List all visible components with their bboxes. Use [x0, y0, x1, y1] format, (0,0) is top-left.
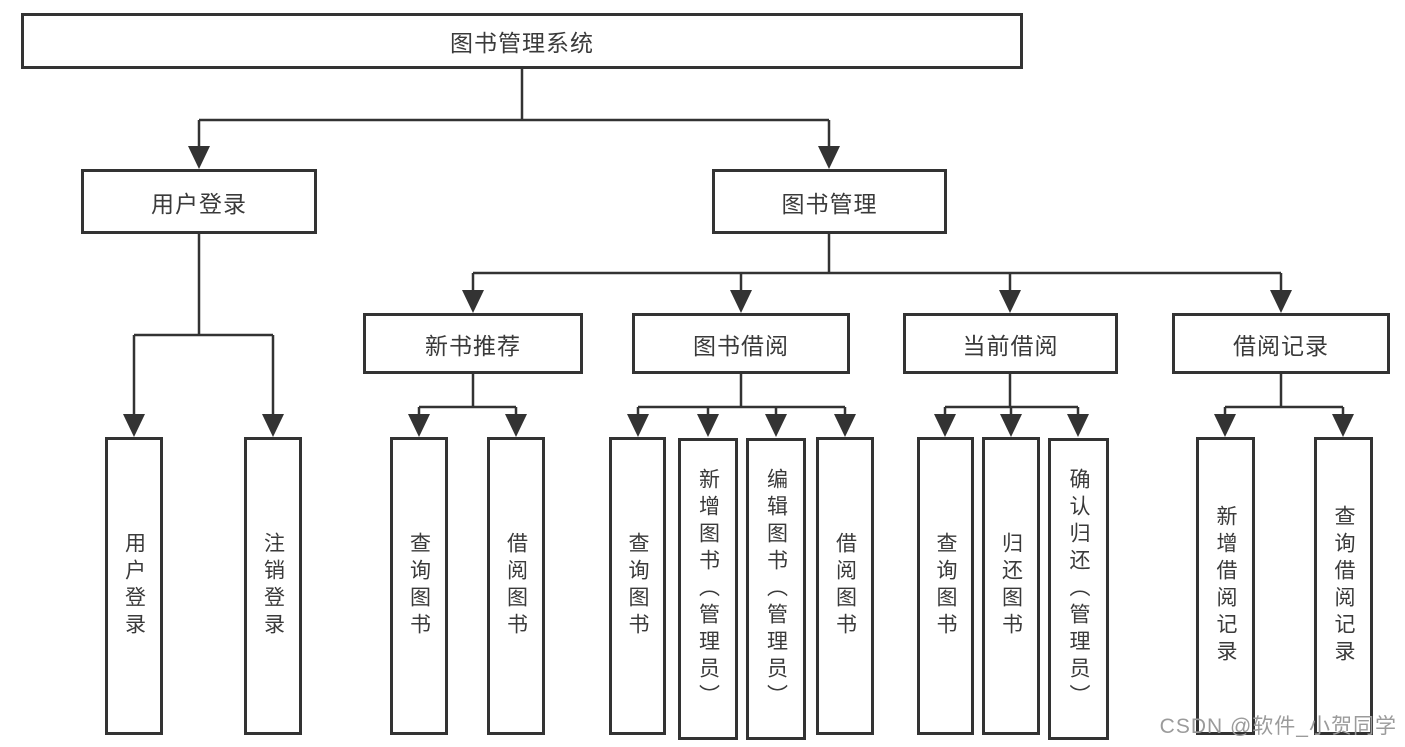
leaf-record-add-label: 新增借阅记录 [1214, 505, 1237, 667]
node-root: 图书管理系统 [21, 13, 1023, 69]
leaf-borrow-edit-admin-label: 编辑图书（管理员） [764, 467, 788, 711]
leaf-borrow-book-label: 借阅图书 [833, 532, 857, 640]
leaf-borrow-query: 查询图书 [609, 437, 666, 735]
node-book-management-label: 图书管理 [781, 190, 878, 217]
leaf-borrow-add-admin-label: 新增图书（管理员） [696, 467, 720, 711]
leaf-logout-label: 注销登录 [261, 532, 285, 640]
leaf-newbook-query-label: 查询图书 [407, 532, 431, 640]
node-root-label: 图书管理系统 [450, 30, 594, 56]
leaf-newbook-borrow-label: 借阅图书 [504, 532, 528, 640]
leaf-confirm-return-admin: 确认归还（管理员） [1048, 438, 1109, 740]
csdn-watermark: CSDN @软件_小贺同学 [1159, 715, 1397, 738]
leaf-borrow-book: 借阅图书 [816, 437, 874, 735]
leaf-confirm-return-admin-label: 确认归还（管理员） [1067, 467, 1090, 711]
leaf-newbook-borrow: 借阅图书 [487, 437, 545, 735]
leaf-borrow-add-admin: 新增图书（管理员） [678, 438, 738, 740]
leaf-newbook-query: 查询图书 [390, 437, 448, 735]
leaf-record-query: 查询借阅记录 [1314, 437, 1373, 735]
leaf-return-book-label: 归还图书 [999, 532, 1023, 640]
node-borrow-records-label: 借阅记录 [1233, 332, 1329, 359]
leaf-return-book: 归还图书 [982, 437, 1040, 735]
leaf-current-query: 查询图书 [917, 437, 974, 735]
leaf-record-add: 新增借阅记录 [1196, 437, 1255, 735]
node-book-borrow-label: 图书借阅 [693, 332, 789, 359]
node-book-borrow: 图书借阅 [632, 313, 850, 374]
leaf-record-query-label: 查询借阅记录 [1332, 505, 1355, 667]
node-user-login-label: 用户登录 [151, 190, 247, 217]
leaf-user-login-label: 用户登录 [122, 532, 146, 640]
node-current-borrow: 当前借阅 [903, 313, 1118, 374]
node-book-management: 图书管理 [712, 169, 947, 234]
node-user-login: 用户登录 [81, 169, 317, 234]
node-current-borrow-label: 当前借阅 [962, 332, 1059, 359]
node-borrow-records: 借阅记录 [1172, 313, 1390, 374]
leaf-borrow-edit-admin: 编辑图书（管理员） [746, 438, 806, 740]
arrowheads [123, 146, 1354, 437]
leaf-borrow-query-label: 查询图书 [626, 532, 649, 640]
leaf-user-login: 用户登录 [105, 437, 163, 735]
node-new-book-recommend: 新书推荐 [363, 313, 583, 374]
node-new-book-recommend-label: 新书推荐 [425, 332, 521, 359]
leaf-current-query-label: 查询图书 [934, 532, 957, 640]
leaf-logout: 注销登录 [244, 437, 302, 735]
